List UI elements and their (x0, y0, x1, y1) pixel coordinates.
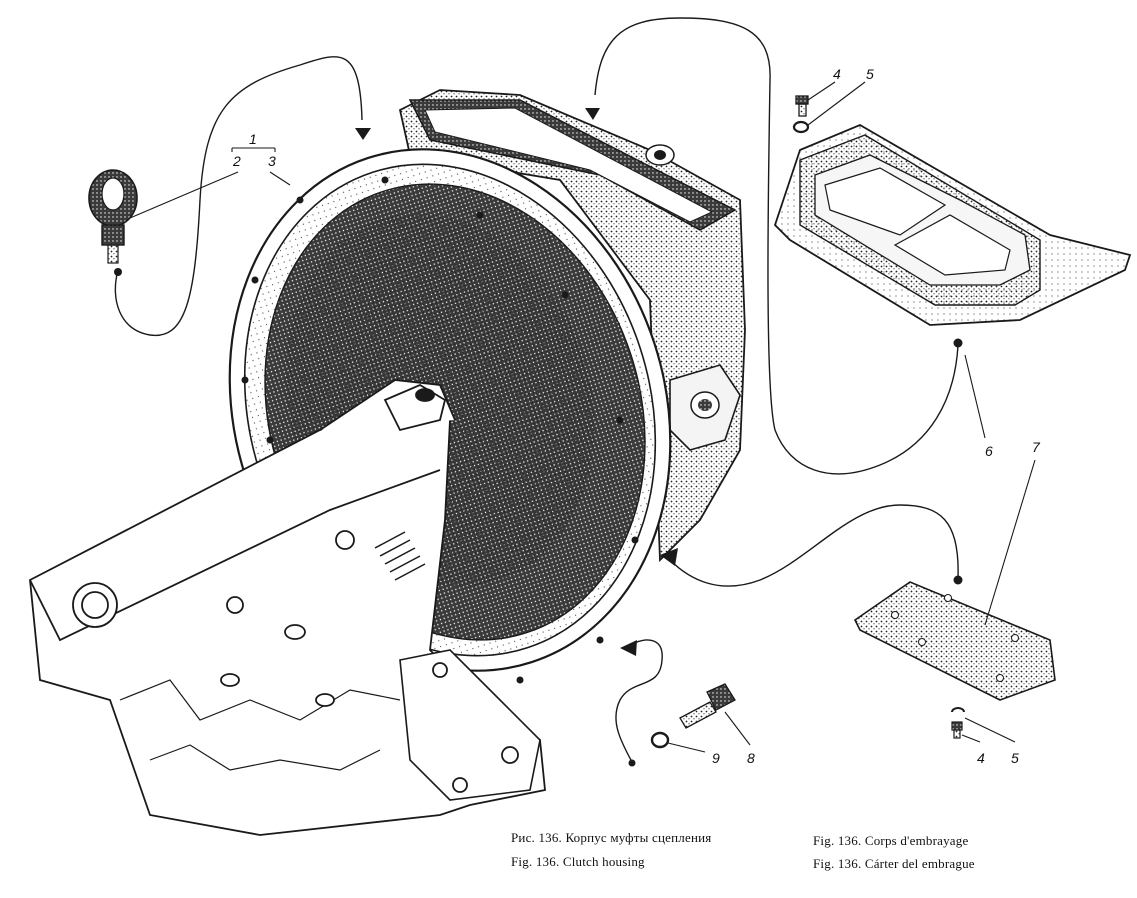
arrow-heads (355, 108, 678, 656)
callout-8: 8 (747, 750, 755, 766)
callout-6: 6 (985, 443, 993, 459)
engine-block (29, 379, 546, 836)
leader-eyebolt (114, 56, 363, 337)
leader-cover-top (594, 17, 959, 475)
connector-lines (114, 17, 959, 763)
eyebolt (88, 169, 138, 264)
washer-bottom (951, 707, 965, 713)
callout-4-bottom: 4 (977, 750, 985, 766)
leader-cover-bottom (669, 504, 959, 587)
bottom-cover-plate (853, 581, 1056, 701)
washer-9 (650, 731, 670, 749)
bolt-8 (679, 683, 736, 729)
callout-3: 3 (268, 153, 276, 169)
leader-bolt (615, 639, 663, 763)
washer-top (792, 120, 810, 134)
callout-leaders (129, 81, 1036, 753)
caption-english: Fig. 136. Clutch housing (511, 854, 645, 869)
callout-1: 1 (249, 131, 257, 147)
caption-russian: Рис. 136. Корпус муфты сцепления (511, 830, 712, 845)
caption-french: Fig. 136. Corps d'embrayage (813, 833, 969, 848)
bolt-top (795, 95, 809, 117)
bolt-bottom (951, 721, 963, 739)
caption-spanish: Fig. 136. Cárter del embrague (813, 856, 975, 871)
leader-end-dots (114, 268, 963, 767)
callout-5-bottom: 5 (1011, 750, 1019, 766)
top-cover (773, 123, 1132, 326)
callout-5-top: 5 (866, 66, 874, 82)
callout-2: 2 (233, 153, 241, 169)
callout-9: 9 (712, 750, 720, 766)
callout-7: 7 (1032, 439, 1040, 455)
callout-4-top: 4 (833, 66, 841, 82)
